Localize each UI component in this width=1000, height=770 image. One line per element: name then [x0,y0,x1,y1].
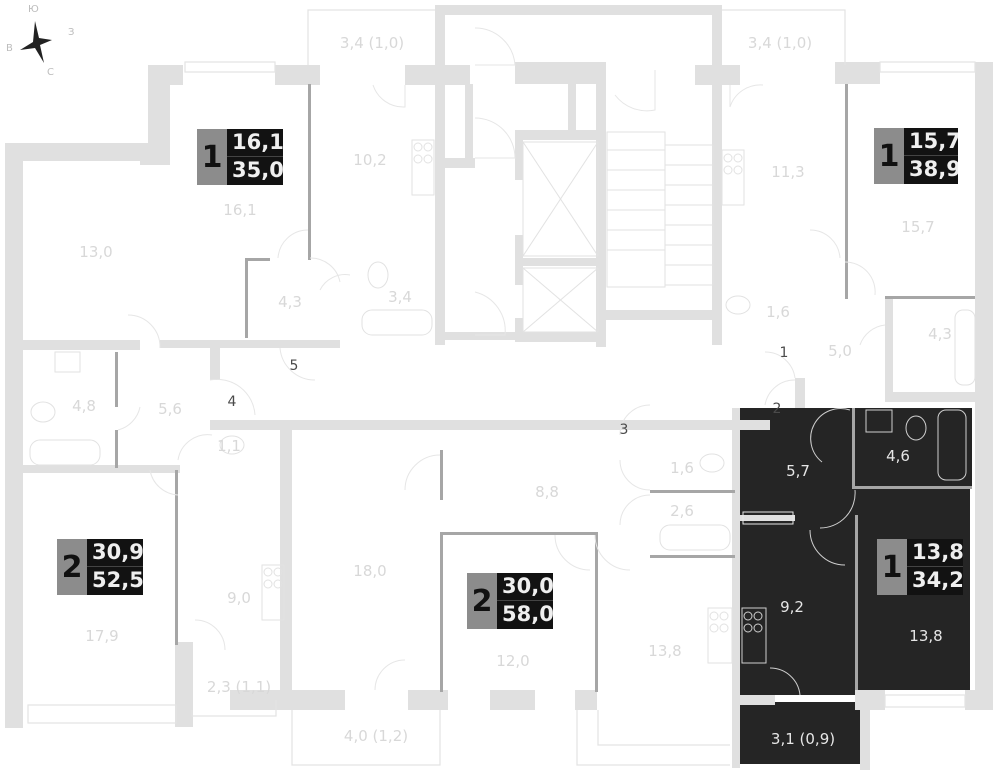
room-area-label: 9,0 [227,589,251,607]
room-area-label: 9,2 [780,598,804,616]
room-count: 1 [874,128,904,184]
entrance-number: 1 [779,345,789,361]
total-area: 35,0 [227,156,283,184]
room-area-label: 18,0 [353,562,387,580]
balcony-outlines [27,9,976,766]
room-area-label: 5,7 [786,462,810,480]
entrance-number: 3 [619,422,629,438]
living-area: 15,7 [909,129,958,153]
room-count: 1 [877,539,907,595]
living-area: 13,8 [912,540,963,564]
room-area-label: 13,8 [648,642,682,660]
interior-partitions [115,84,975,692]
compass-east: В [6,43,13,54]
room-area-label: 10,2 [353,151,387,169]
total-area: 52,5 [87,566,143,594]
room-area-label: 2,3 (1,1) [206,678,272,696]
compass-star-icon [20,21,52,63]
room-area-label: 13,8 [909,627,943,645]
room-area-label: 4,6 [886,447,910,465]
room-count: 2 [467,573,497,629]
room-area-label: 8,8 [535,483,559,501]
entrance-number: 4 [227,394,237,410]
room-area-label: 4,3 [278,293,302,311]
room-area-label: 5,0 [828,342,852,360]
fixtures [29,139,976,664]
room-area-label: 17,9 [85,627,119,645]
room-area-label: 3,1 (0,9) [770,730,836,748]
room-area-label: 3,4 (1,0) [747,34,813,52]
doors [117,27,886,696]
room-count: 1 [197,129,227,185]
room-area-label: 4,3 [928,325,952,343]
room-area-label: 11,3 [771,163,805,181]
living-area: 30,0 [502,574,553,598]
room-area-label: 1,6 [766,303,790,321]
room-area-label: 12,0 [496,652,530,670]
room-area-label: 3,4 [388,288,412,306]
room-area-label: 4,0 (1,2) [343,727,409,745]
compass-west: З [68,27,75,38]
room-area-label: 1,6 [670,459,694,477]
room-count: 2 [57,539,87,595]
room-area-label: 4,8 [72,397,96,415]
entrance-number: 5 [289,358,299,374]
living-area: 16,1 [232,130,283,154]
room-area-label: 3,4 (1,0) [339,34,405,52]
room-area-label: 16,1 [223,201,257,219]
total-area: 38,9 [904,155,958,183]
room-area-label: 1,1 [217,437,241,455]
elevator-shafts [522,141,599,333]
room-area-label: 2,6 [670,502,694,520]
living-area: 30,9 [92,540,143,564]
compass-north: С [47,67,54,78]
compass-south: Ю [28,4,39,15]
total-area: 34,2 [907,566,963,594]
structural-walls [5,5,993,770]
staircase [606,131,714,288]
room-area-label: 13,0 [79,243,113,261]
room-area-label: 5,6 [158,400,182,418]
room-area-label: 15,7 [901,218,935,236]
total-area: 58,0 [497,600,553,628]
entrance-number: 2 [772,401,782,417]
